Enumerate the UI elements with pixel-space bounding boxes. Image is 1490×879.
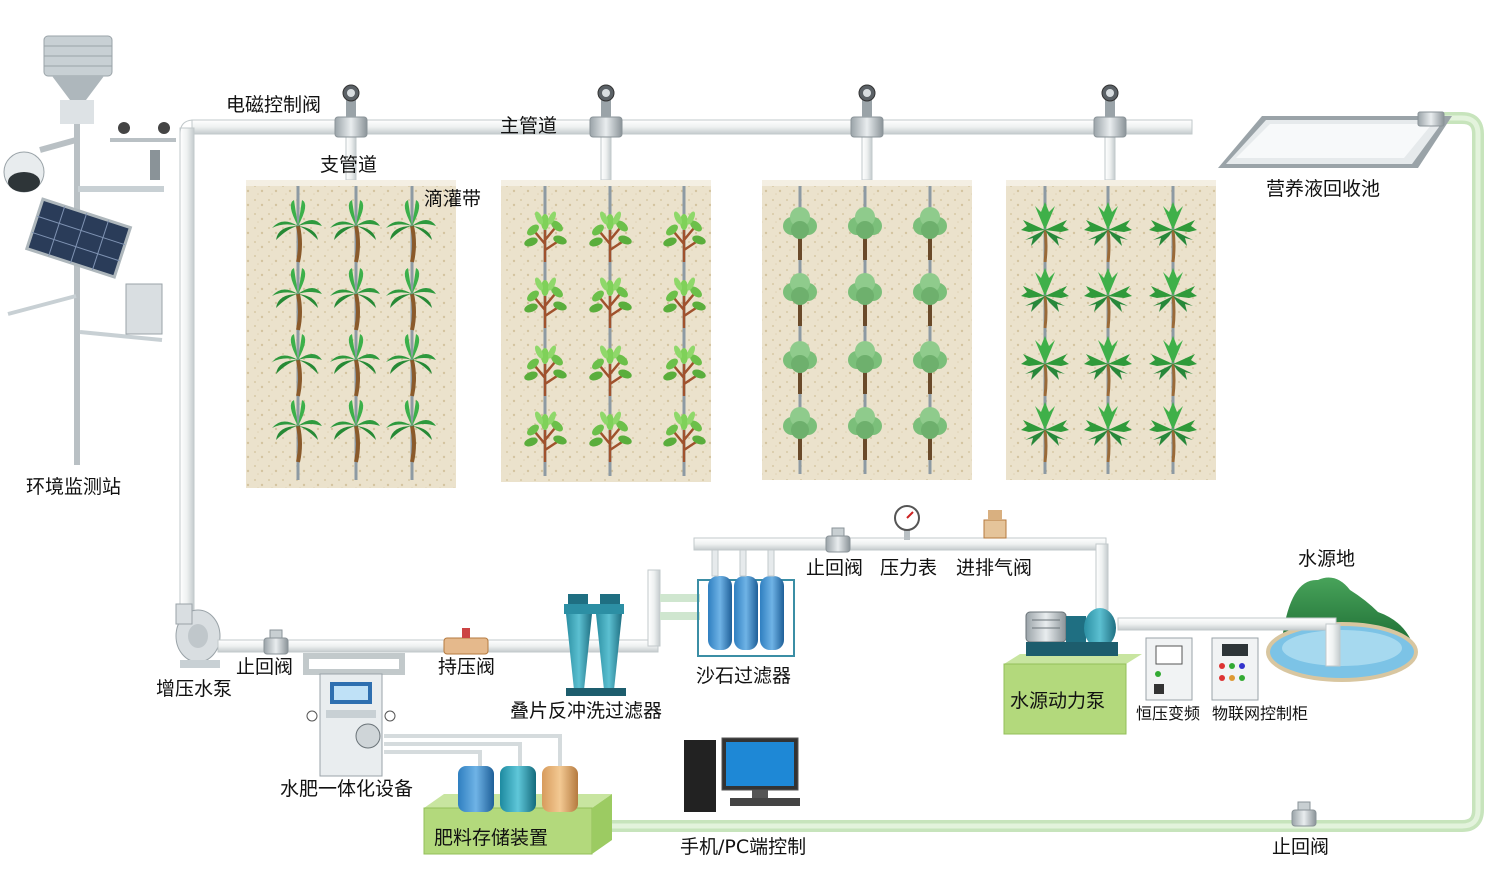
fertilizer-storage (423, 766, 612, 855)
pressure-gauge (894, 505, 920, 540)
recovery-pool (1218, 111, 1452, 168)
sand-filter (697, 547, 795, 657)
label-branch-pipe: 支管道 (320, 154, 378, 176)
field-shrubs (501, 180, 711, 482)
disc-filter (564, 594, 626, 696)
field-trees (762, 180, 972, 480)
label-source-pump: 水源动力泵 (1010, 690, 1106, 712)
label-check-valve-bottom: 止回阀 (1272, 836, 1330, 858)
label-booster-pump: 增压水泵 (156, 678, 233, 700)
environment-station (3, 35, 176, 465)
label-check-valve-mid: 止回阀 (806, 557, 864, 579)
booster-pump (175, 603, 221, 668)
label-main-pipe: 主管道 (500, 115, 558, 137)
label-environment-station: 环境监测站 (26, 476, 122, 498)
source-power-pump (1003, 608, 1142, 735)
label-check-valve-left: 止回阀 (236, 656, 294, 678)
label-pressure-gauge: 压力表 (880, 557, 938, 579)
pc-terminal (684, 737, 800, 812)
air-release-valve (983, 510, 1007, 539)
label-pc-control: 手机/PC端控制 (680, 836, 807, 858)
label-iot-cabinet: 物联网控制柜 (1212, 704, 1309, 723)
label-vfd: 恒压变频 (1136, 704, 1201, 723)
label-water-source: 水源地 (1298, 548, 1356, 570)
label-pressure-valve: 持压阀 (438, 656, 496, 678)
pressure-holding-valve (443, 628, 489, 655)
fertigation-unit (303, 653, 562, 777)
vfd-cabinet (1145, 637, 1193, 701)
field-palms (246, 180, 456, 488)
label-recovery-pool: 营养液回收池 (1266, 178, 1381, 200)
field-fan-palms (1006, 180, 1216, 480)
label-fertigation: 水肥一体化设备 (280, 778, 414, 800)
label-sand-filter: 沙石过滤器 (696, 665, 792, 687)
iot-cabinet (1211, 637, 1259, 701)
label-air-valve: 进排气阀 (956, 557, 1033, 579)
label-fertilizer-storage: 肥料存储装置 (434, 827, 549, 849)
label-solenoid-valve: 电磁控制阀 (226, 94, 322, 116)
label-drip-tape: 滴灌带 (424, 188, 482, 210)
label-disc-filter: 叠片反冲洗过滤器 (510, 700, 663, 722)
